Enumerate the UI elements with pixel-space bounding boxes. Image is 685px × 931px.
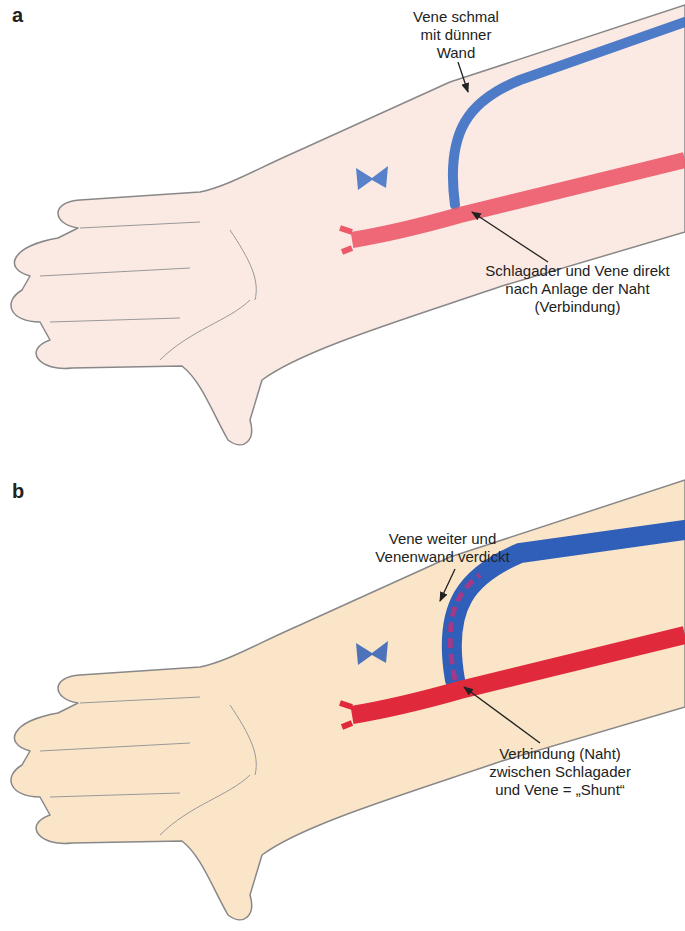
panel-letter: b bbox=[12, 482, 42, 500]
panel-letter: a bbox=[12, 6, 42, 24]
callout-text: Vene schmal mit dünner Wand bbox=[410, 8, 502, 62]
callout-text: Vene weiter und Venenwand verdickt bbox=[360, 530, 525, 566]
hand-a bbox=[11, 5, 685, 445]
callout-text: Verbindung (Naht) zwischen Schlagader un… bbox=[480, 745, 640, 799]
hand-b bbox=[11, 480, 685, 920]
callout-text: Schlagader und Vene direkt nach Anlage d… bbox=[470, 262, 685, 316]
